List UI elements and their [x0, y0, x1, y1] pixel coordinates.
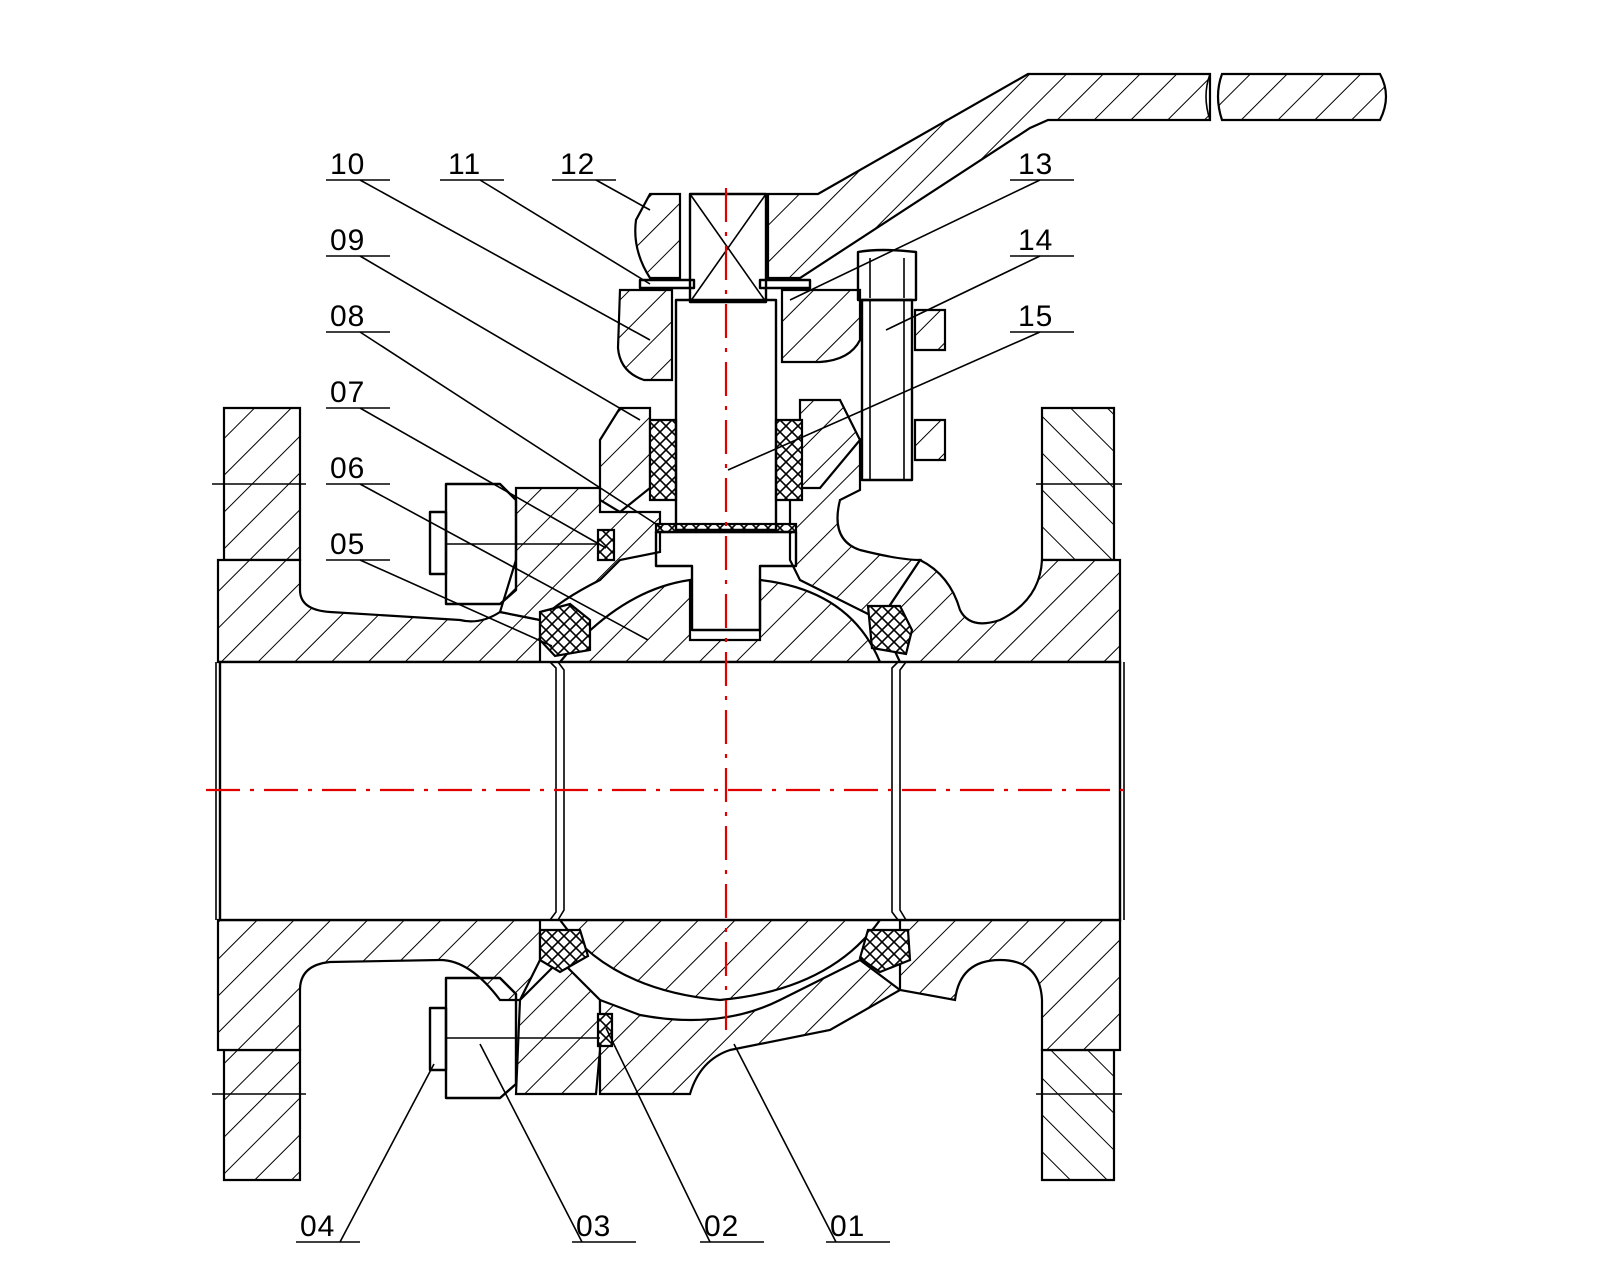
- callout-07: 07: [326, 376, 607, 549]
- callout-01: 01: [733, 1043, 890, 1243]
- callout-13: 13: [789, 148, 1074, 301]
- callout-06: 06: [326, 452, 649, 641]
- flange-bolt-lines: [212, 483, 1122, 1095]
- part-label-03: 03: [576, 1210, 611, 1243]
- callout-02: 02: [605, 1027, 764, 1243]
- part-label-14: 14: [1018, 224, 1053, 257]
- part-label-12: 12: [560, 148, 595, 181]
- callout-10: 10: [326, 148, 651, 341]
- part-label-13: 13: [1018, 148, 1053, 181]
- callout-03: 03: [479, 1043, 636, 1243]
- ball: [557, 578, 883, 1002]
- callout-15: 15: [727, 300, 1074, 471]
- callout-04: 04: [296, 1063, 435, 1243]
- gland-bolt: [856, 248, 918, 482]
- callout-05: 05: [326, 528, 553, 647]
- callout-12: 12: [552, 148, 651, 211]
- seat-rings: [538, 602, 914, 974]
- part-label-05: 05: [330, 528, 365, 561]
- part-label-08: 08: [330, 300, 365, 333]
- gland-and-bonnet: [596, 288, 947, 1048]
- callout-14: 14: [885, 224, 1074, 331]
- part-label-06: 06: [330, 452, 365, 485]
- part-label-04: 04: [300, 1210, 335, 1243]
- callout-09: 09: [326, 224, 641, 421]
- part-label-07: 07: [330, 376, 365, 409]
- handle: [634, 72, 1388, 304]
- part-label-01: 01: [830, 1210, 865, 1243]
- part-label-09: 09: [330, 224, 365, 257]
- valve-body-left: [216, 406, 662, 1182]
- callout-11: 11: [440, 148, 651, 285]
- part-label-11: 11: [448, 148, 481, 181]
- callout-08: 08: [326, 300, 663, 529]
- part-label-02: 02: [704, 1210, 739, 1243]
- part-label-10: 10: [330, 148, 365, 181]
- body-bolt-upper: [428, 482, 600, 606]
- body-bolt-lower: [428, 976, 600, 1100]
- part-label-15: 15: [1018, 300, 1053, 333]
